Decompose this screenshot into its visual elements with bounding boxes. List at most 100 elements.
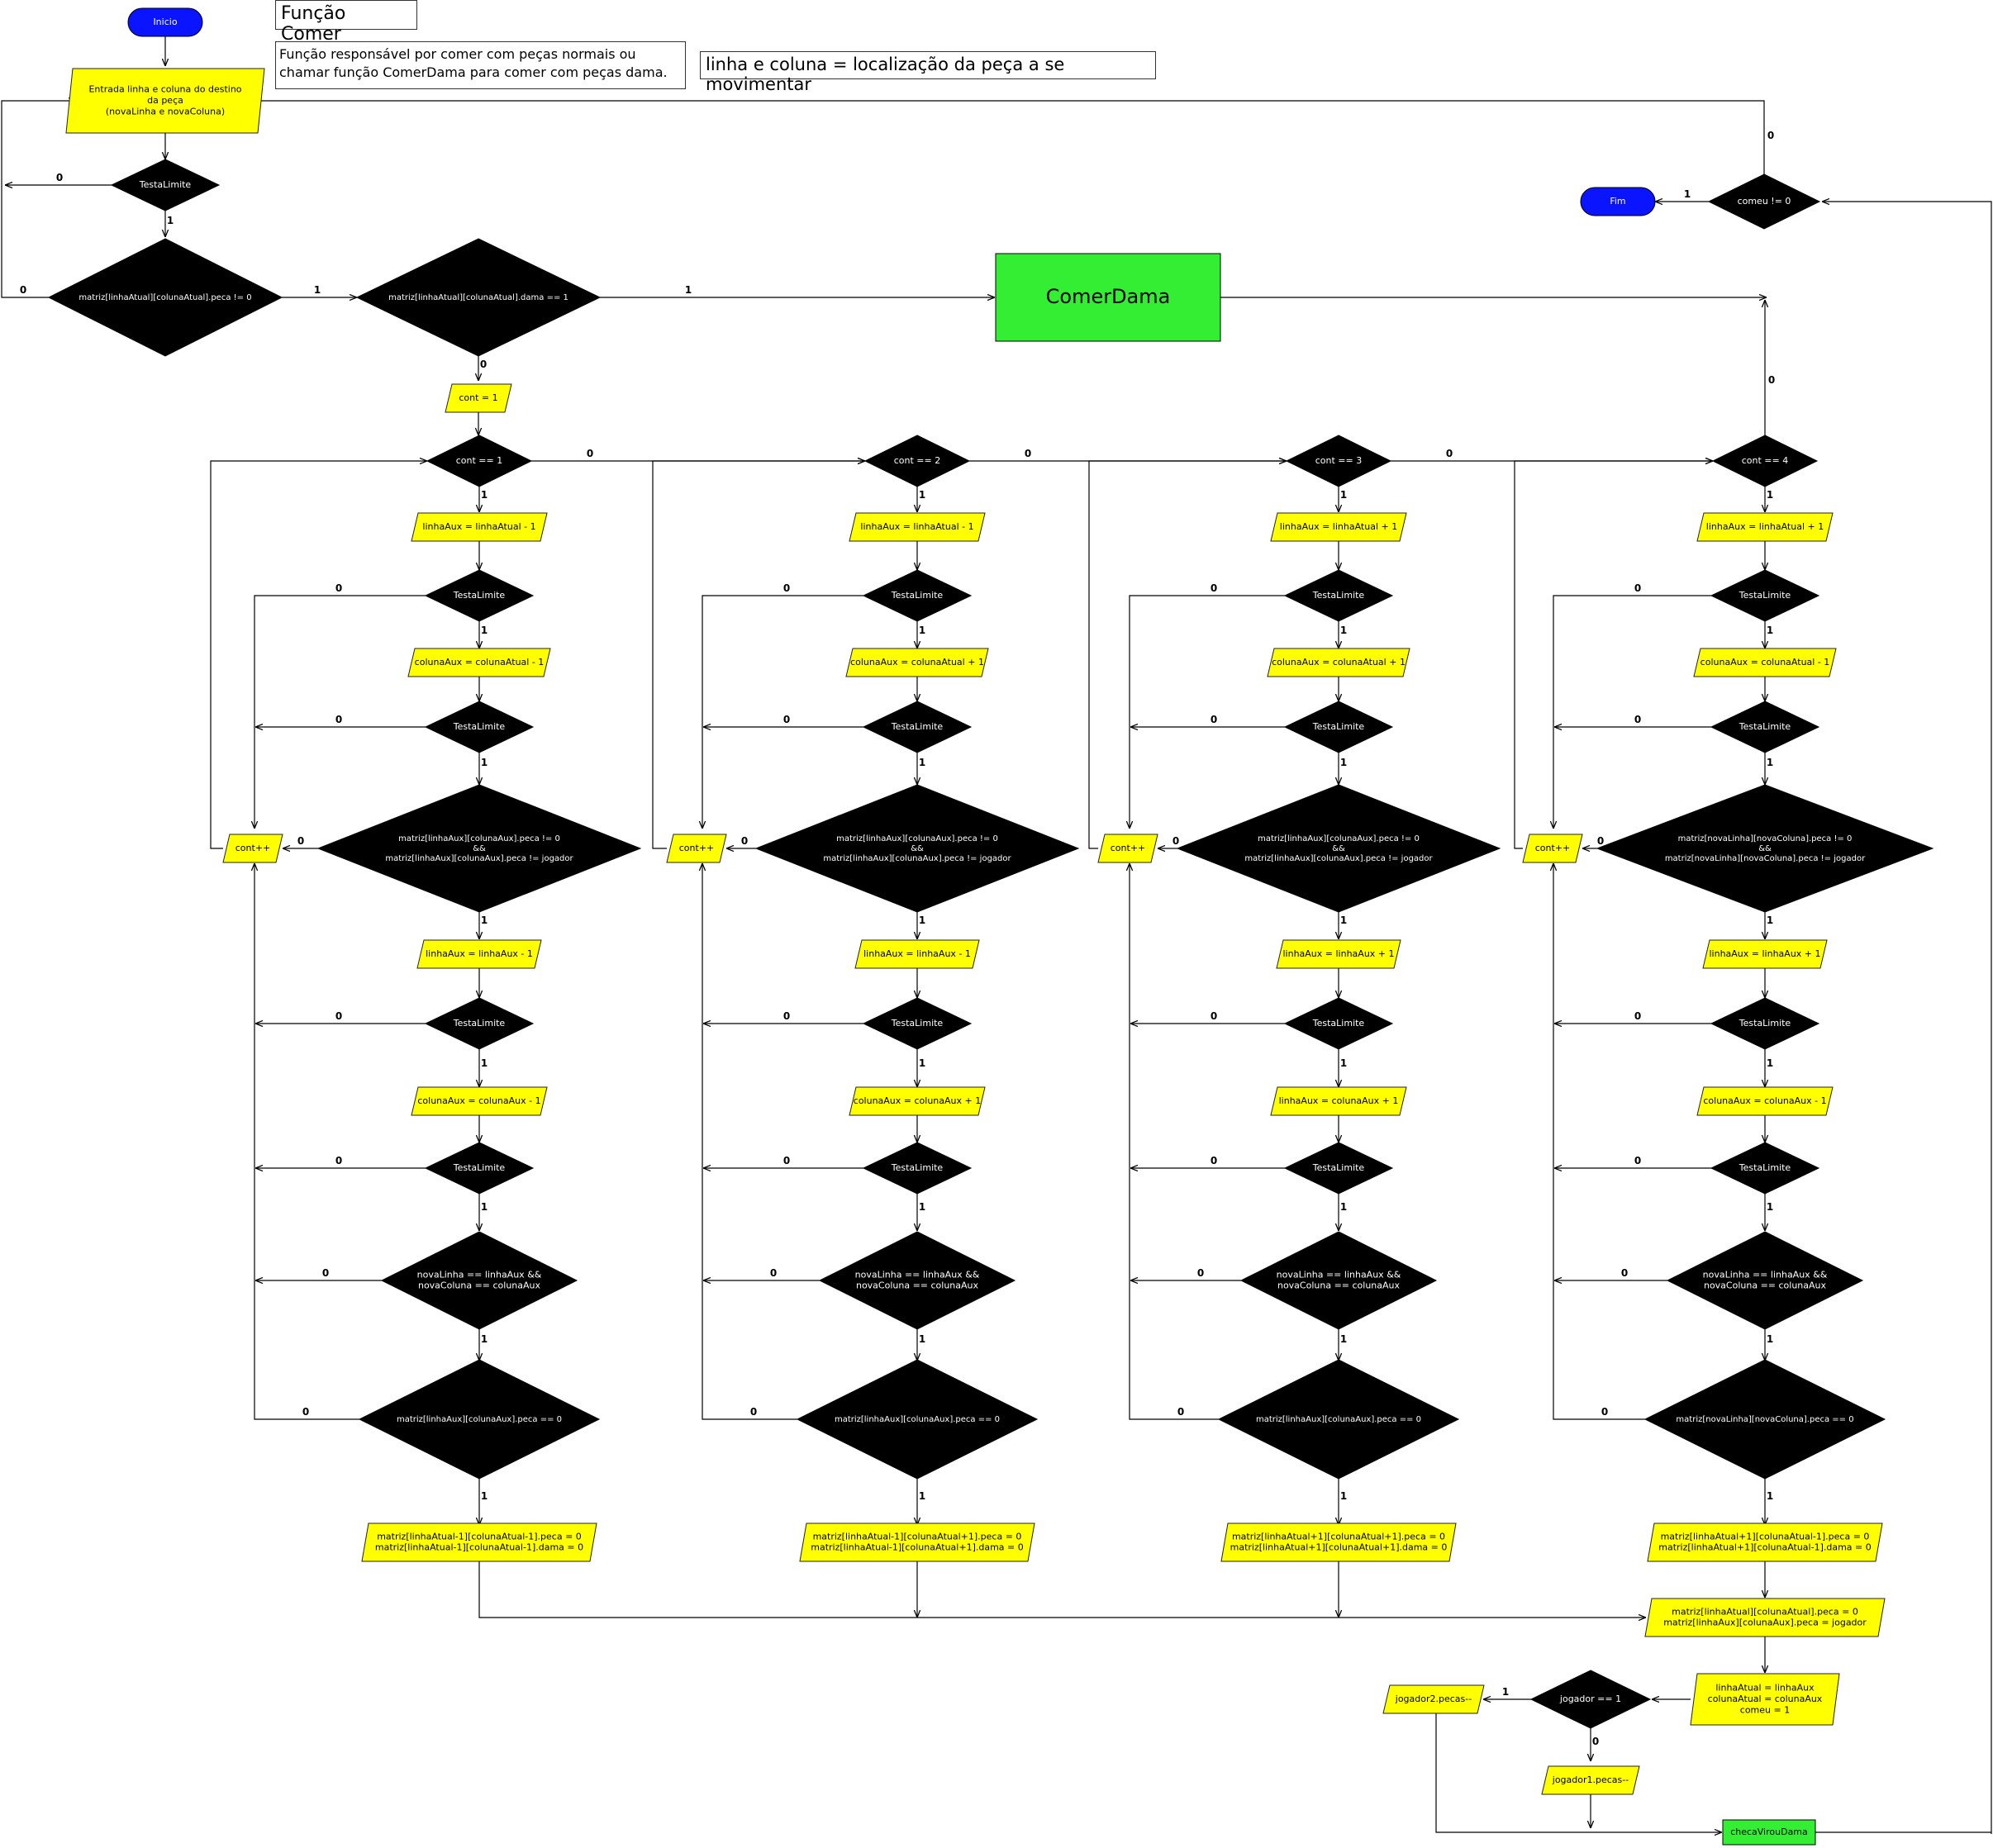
connector [254, 863, 359, 1420]
branch-2-cond1 [754, 784, 1080, 913]
end-terminal [1580, 187, 1656, 216]
connector [478, 1561, 1646, 1618]
edge-label-yes: 1 [919, 757, 925, 768]
branch-2-linha1 [849, 512, 986, 542]
branch-2-testa-2-text: TestaLimite [891, 721, 944, 732]
edge-label-yes: 1 [1340, 1333, 1347, 1345]
branch-1-linha1 [411, 512, 548, 542]
branch-2-clear [799, 1523, 1035, 1562]
edge-label-yes: 1 [314, 284, 321, 296]
connector [1130, 863, 1219, 1420]
edge-label-no: 0 [1634, 582, 1641, 594]
branch-1-cond2 [380, 1231, 578, 1330]
comer-dama-box [995, 253, 1221, 342]
testa-limite-top [110, 159, 221, 211]
branch-2-clear-text: matriz[linhaAtual-1][colunaAtual+1].peca… [811, 1531, 1024, 1552]
branch-3-cond3-text: matriz[linhaAux][colunaAux].peca == 0 [1256, 1415, 1421, 1424]
branch-4-testa-3-text: TestaLimite [1739, 1018, 1791, 1029]
branch-1-linha1-text: linhaAux = linhaAtual - 1 [422, 521, 535, 532]
comeu-check-diamond [1707, 173, 1821, 230]
branch-4-testa-1 [1710, 569, 1820, 622]
branch-2-coluna2-text: colunaAux = colunaAux + 1 [854, 1095, 981, 1106]
branch-2-coluna2 [849, 1086, 986, 1116]
edge-label-yes: 1 [167, 215, 174, 226]
connector [1130, 595, 1285, 829]
jogador1-dec-text: jogador1.pecas-- [1552, 1774, 1629, 1785]
edge-label-no: 0 [783, 1155, 790, 1166]
branch-4-cond2-text: novaLinha == linhaAux &&novaColuna == co… [1703, 1269, 1828, 1290]
edge-label-no: 0 [1592, 1736, 1599, 1747]
edge-label-yes: 1 [1340, 914, 1347, 926]
jogador-check-diamond [1529, 1670, 1652, 1729]
edge-label-no: 0 [335, 1155, 342, 1166]
edge-label-yes: 1 [1767, 1201, 1773, 1213]
connector [1, 101, 76, 298]
edge-label-yes: 1 [919, 1201, 925, 1213]
branch-4-cont-check-text: cont == 4 [1742, 455, 1789, 466]
branch-2-testa-4-text: TestaLimite [891, 1162, 944, 1173]
edge-label-no: 0 [302, 1406, 309, 1418]
branch-4-testa-2 [1710, 701, 1820, 753]
edge-label-yes: 1 [481, 757, 488, 768]
branch-2-testa-3-text: TestaLimite [891, 1018, 944, 1029]
edge-label-yes: 1 [919, 1490, 925, 1502]
edge-label-yes: 1 [1340, 625, 1347, 636]
branch-4-coluna2 [1696, 1086, 1834, 1116]
branch-3-cond1-text: matriz[linhaAux][colunaAux].peca != 0&&m… [1244, 834, 1433, 863]
edge-label-yes: 1 [1767, 489, 1773, 501]
connector [1514, 461, 1713, 849]
edge-label-no: 0 [1211, 582, 1217, 594]
final-move [1644, 1598, 1886, 1637]
branch-4-coluna1 [1693, 648, 1837, 677]
branch-1-testa-2-text: TestaLimite [453, 721, 506, 732]
branch-3-linha2-text: linhaAux = linhaAux + 1 [1282, 948, 1394, 959]
edge-label-no: 0 [1177, 1406, 1184, 1418]
edge-label-yes: 1 [919, 1333, 925, 1345]
edge-label-no: 0 [1597, 835, 1604, 847]
branch-1-testa-2 [424, 701, 535, 753]
branch-1-testa-1 [424, 569, 535, 622]
dama-check-diamond-text: matriz[linhaAtual][colunaAtual].dama == … [388, 293, 568, 302]
branch-1-cond1-text: matriz[linhaAux][colunaAux].peca != 0&&m… [385, 834, 573, 863]
edge-label-no: 0 [1446, 448, 1453, 459]
branch-1-cond3-text: matriz[linhaAux][colunaAux].peca == 0 [397, 1415, 562, 1424]
jogador2-dec [1382, 1684, 1485, 1714]
branch-1-coluna1 [407, 648, 551, 677]
branch-4-testa-4 [1710, 1142, 1820, 1195]
description-box: Função responsável por comer com peças n… [275, 41, 686, 89]
edge-label-yes: 1 [481, 1057, 488, 1069]
edge-label-no: 0 [750, 1406, 757, 1418]
branch-4-clear-text: matriz[linhaAtual+1][colunaAtual-1].peca… [1658, 1531, 1872, 1552]
cont-init [445, 383, 512, 413]
edge-label-yes: 1 [1340, 757, 1347, 768]
branch-4-linha2 [1702, 939, 1828, 969]
branch-3-testa-4 [1283, 1142, 1394, 1195]
branch-1-testa-1-text: TestaLimite [453, 590, 506, 601]
branch-1-cont-check-text: cont == 1 [456, 455, 503, 466]
branch-1-testa-3 [424, 997, 535, 1050]
branch-3-cond2 [1239, 1231, 1438, 1330]
jogador-check-diamond-text: jogador == 1 [1559, 1694, 1621, 1704]
branch-3-coluna1-text: colunaAux = colunaAtual + 1 [1272, 657, 1406, 667]
edge-label-no: 0 [335, 1010, 342, 1022]
branch-4-cond2 [1666, 1231, 1864, 1330]
start-terminal-text: Inicio [153, 17, 177, 27]
branch-2-testa-1 [862, 569, 973, 622]
branch-1-linha2 [416, 939, 542, 969]
branch-3-testa-3-text: TestaLimite [1312, 1018, 1365, 1029]
edge-label-yes: 1 [919, 489, 925, 501]
edge-label-yes: 1 [1767, 1490, 1773, 1502]
edge-label-no: 0 [1634, 1155, 1641, 1166]
branch-3-testa-1-text: TestaLimite [1312, 590, 1365, 601]
branch-2-linha2 [854, 939, 980, 969]
branch-1-cond1 [316, 784, 642, 913]
branch-2-cont-inc [666, 834, 727, 863]
branch-4-cont-check [1711, 435, 1819, 487]
branch-4-testa-3 [1710, 997, 1820, 1050]
branch-1-testa-4 [424, 1142, 535, 1195]
edge-label-yes: 1 [1340, 489, 1347, 501]
branch-4-coluna1-text: colunaAux = colunaAtual - 1 [1700, 657, 1830, 667]
connector [652, 461, 865, 849]
branch-4-cond1 [1596, 784, 1934, 913]
